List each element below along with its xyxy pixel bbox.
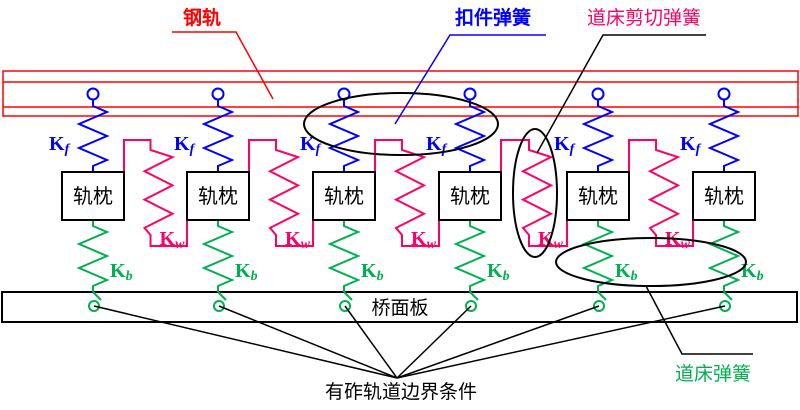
boundary-leader-line [396, 305, 726, 379]
sleeper: 轨枕 [566, 171, 630, 221]
bridge-deck: 桥面板 [1, 291, 798, 323]
ballast-node-link [217, 291, 227, 301]
kb-symbol: Kb [361, 260, 384, 284]
rail-leader-line [172, 31, 274, 100]
fastener-node-circle [211, 87, 225, 101]
fastener-spring [581, 100, 615, 172]
ballast-node-circle [593, 300, 605, 312]
bridge-deck-rect [1, 291, 798, 323]
sleeper: 轨枕 [438, 171, 502, 221]
sleeper-label: 轨枕 [198, 184, 238, 208]
shear-leader-line [536, 34, 706, 154]
fastener-node-circle [591, 87, 605, 101]
ballast-node-link [343, 291, 353, 301]
shear-spring [628, 139, 694, 247]
shear-highlight-ellipse [512, 128, 558, 258]
kb-symbol: Kb [615, 260, 638, 284]
ballast-spring [201, 220, 235, 292]
leaders-layer [93, 305, 726, 379]
sleeper: 轨枕 [61, 171, 125, 221]
rail-label: 钢轨 [183, 6, 221, 29]
rail-callout: 钢轨 [172, 6, 274, 100]
ballast-node-circle [719, 300, 731, 312]
fastener-node-circle [86, 87, 100, 101]
fastener-spring [453, 100, 487, 172]
fastener-spring [76, 100, 110, 172]
boundary-leader-line [344, 305, 398, 379]
ballast-node-circle [339, 300, 351, 312]
fastener-callout: 扣件弹簧 [303, 6, 546, 156]
kf-symbol: Kf [300, 133, 322, 157]
kw-symbol: Kw [538, 228, 564, 252]
fastener-leader-line [394, 34, 546, 125]
ballast-node-circle [213, 300, 225, 312]
ballast-highlight-ellipse [555, 237, 747, 287]
shear-callout: 道床剪切弹簧 [512, 7, 706, 258]
ballast-spring [581, 220, 615, 292]
ballast-spring [76, 220, 110, 292]
kw-symbol: Kw [411, 228, 437, 252]
fastener-spring [201, 100, 235, 172]
sleeper-box [186, 171, 250, 221]
sleeper: 轨枕 [186, 171, 250, 221]
kb-symbol: Kb [487, 260, 510, 284]
fastener-spring [327, 100, 361, 172]
sleeper: 轨枕 [312, 171, 376, 221]
fastener-spring-label: 扣件弹簧 [455, 6, 531, 29]
shear-spring [374, 139, 440, 247]
boundary-label: 有砟轨道边界条件 [325, 381, 477, 403]
fastener-highlight-ellipse [303, 92, 499, 156]
ballast-node-link [469, 291, 479, 301]
kf-symbol: Kf [554, 133, 576, 157]
kw-symbol: Kw [285, 228, 311, 252]
sleeper-box [566, 171, 630, 221]
sleeper-box [438, 171, 502, 221]
sleeper-label: 轨枕 [450, 184, 490, 208]
kw-symbol: Kw [160, 228, 186, 252]
ballast-spring [707, 220, 741, 292]
sleeper-label: 轨枕 [324, 184, 364, 208]
bridge-deck-label: 桥面板 [371, 297, 428, 319]
shear-spring [248, 139, 314, 247]
sleeper-label: 轨枕 [73, 184, 113, 208]
kf-symbol: Kf [174, 133, 196, 157]
sleeper: 轨枕 [692, 171, 756, 221]
fastener-node-circle [717, 87, 731, 101]
sleeper-box [692, 171, 756, 221]
boundary-callout: 有砟轨道边界条件 [325, 381, 477, 403]
ballast-callout: 道床弹簧 [555, 237, 753, 385]
kb-symbol: Kb [110, 260, 133, 284]
sleeper-label: 轨枕 [578, 184, 618, 208]
kb-symbol: Kb [741, 260, 764, 284]
ballast-node-circle [88, 300, 100, 312]
kf-symbol: Kf [49, 133, 71, 157]
shear-spring [123, 139, 188, 247]
boundary-leader-line [93, 305, 398, 379]
ballast-leader-line [645, 285, 753, 355]
boundary-leader-line [396, 305, 472, 379]
boundary-leader-line [396, 305, 600, 379]
ballast-shear-spring-label: 道床剪切弹簧 [587, 7, 701, 29]
ballast-node-circle [465, 300, 477, 312]
ballast-node-link [92, 291, 102, 301]
kf-symbol: Kf [680, 133, 702, 157]
sleeper-box [61, 171, 125, 221]
ballast-spring [327, 220, 361, 292]
shear-spring [500, 139, 568, 247]
ballast-spring [453, 220, 487, 292]
sleeper-box [312, 171, 376, 221]
fastener-spring [707, 100, 741, 172]
fastener-node-circle [463, 87, 477, 101]
kf-symbol: Kf [426, 133, 448, 157]
sleeper-label: 轨枕 [704, 184, 744, 208]
kb-symbol: Kb [235, 260, 258, 284]
ballast-node-link [723, 291, 733, 301]
ballast-spring-label: 道床弹簧 [675, 363, 751, 385]
sleepers-layer: 轨枕 轨枕 轨枕 轨枕 轨枕 轨枕 [61, 171, 756, 221]
ballast-node-link [597, 291, 607, 301]
boundary-leader-line [218, 305, 398, 379]
